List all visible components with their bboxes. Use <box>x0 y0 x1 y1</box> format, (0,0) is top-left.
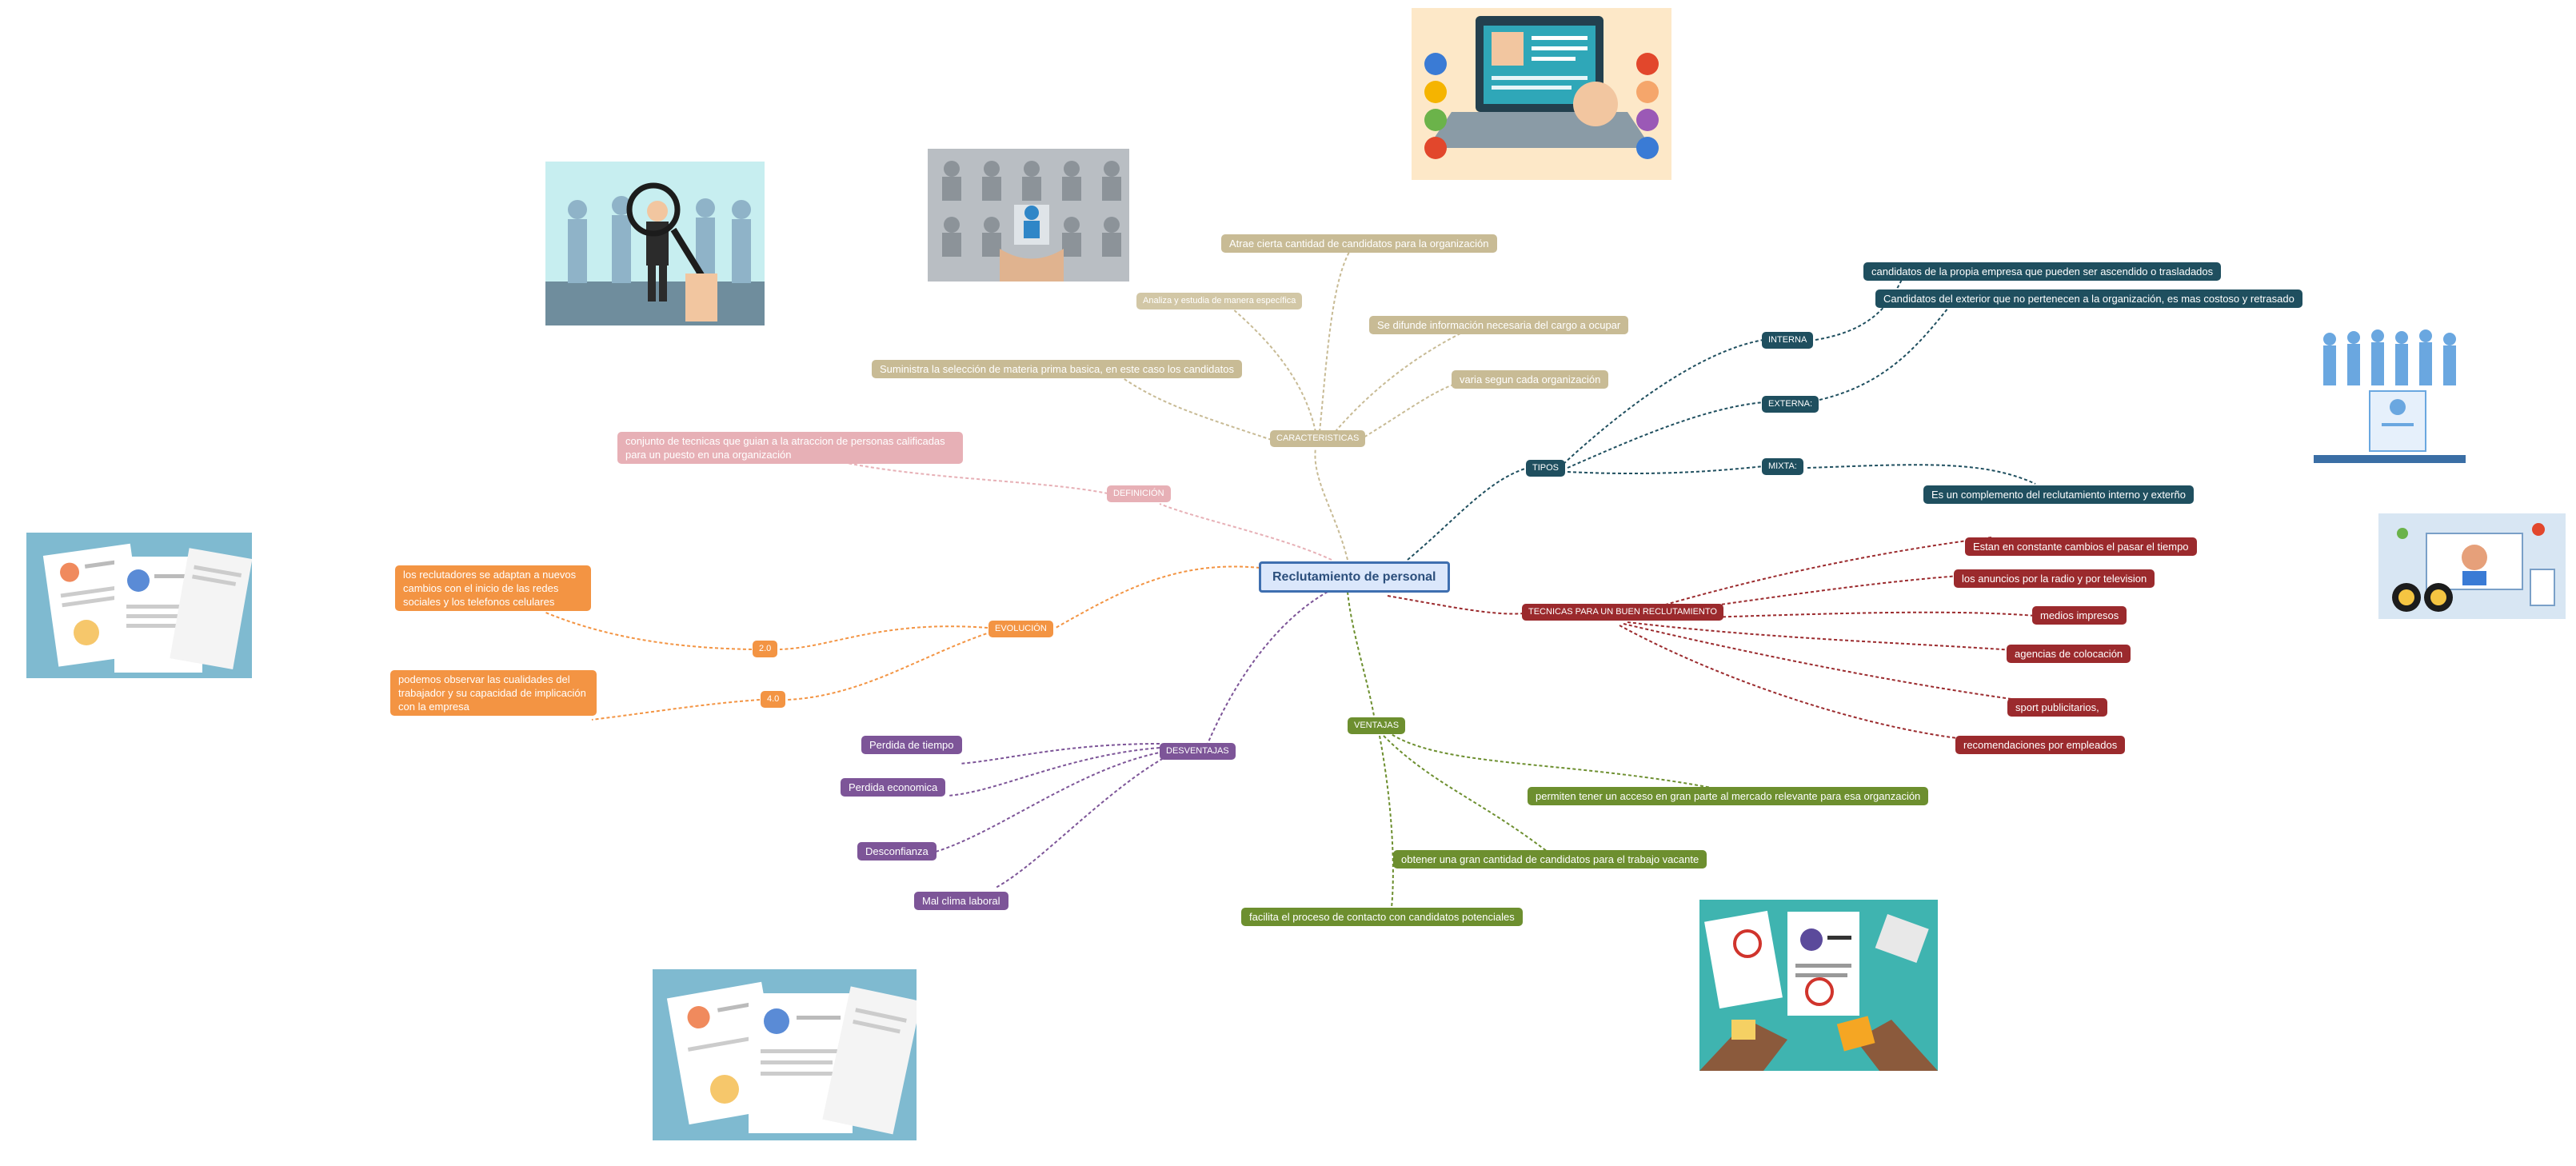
link-tip-mixta <box>1567 465 1764 475</box>
link-externa-text <box>1819 303 1952 401</box>
tecnica-item-6[interactable]: recomendaciones por empleados <box>1955 736 2126 754</box>
tipo-interna[interactable]: INTERNA <box>1762 332 1814 349</box>
root-topic[interactable]: Reclutamiento de personal <box>1259 561 1450 593</box>
link-40-text <box>591 699 761 721</box>
team-illustration <box>2314 323 2466 463</box>
evolucion-2-0[interactable]: 2.0 <box>753 641 778 657</box>
link-tip-externa <box>1567 401 1764 469</box>
tipo-interna-text[interactable]: candidatos de la propia empresa que pued… <box>1863 262 2222 281</box>
tipo-mixta[interactable]: MIXTA: <box>1762 458 1803 475</box>
resumes-illustration-bottom <box>653 969 917 1140</box>
tecnica-item-1[interactable]: Estan en constante cambios el pasar el t… <box>1965 537 2197 556</box>
branch-definicion[interactable]: DEFINICIÓN <box>1107 485 1171 502</box>
laptop-recruiting-illustration <box>1412 8 1671 180</box>
branch-caracteristicas[interactable]: CARACTERISTICAS <box>1270 430 1366 447</box>
caracteristica-item-4[interactable]: Suministra la selección de materia prima… <box>872 360 1242 378</box>
tipo-externa-text[interactable]: Candidatos del exterior que no pertenece… <box>1875 290 2302 308</box>
link-evo-20 <box>779 625 988 650</box>
ventaja-item-2[interactable]: obtener una gran cantidad de candidatos … <box>1393 850 1707 869</box>
link-tec-6 <box>1619 625 2000 743</box>
link-des-4 <box>995 755 1168 888</box>
desventaja-item-1[interactable]: Perdida de tiempo <box>861 736 962 754</box>
link-root-evolucion <box>1055 565 1260 629</box>
tipo-externa[interactable]: EXTERNA: <box>1762 396 1819 413</box>
link-des-3 <box>935 751 1164 853</box>
link-root-desventajas <box>1207 591 1328 745</box>
ventaja-item-1[interactable]: permiten tener un acceso en gran parte a… <box>1528 787 1929 805</box>
branch-tipos[interactable]: TIPOS <box>1526 460 1566 477</box>
link-root-tipos <box>1407 467 1528 561</box>
link-ven-1 <box>1387 731 1712 789</box>
puzzle-crowd-illustration <box>928 149 1129 282</box>
link-car-4 <box>1119 375 1272 441</box>
branch-desventajas[interactable]: DESVENTAJAS <box>1160 743 1236 760</box>
link-car-5 <box>1359 383 1456 441</box>
definicion-text[interactable]: conjunto de tecnicas que guian a la atra… <box>617 432 963 464</box>
ventaja-item-3[interactable]: facilita el proceso de contacto con cand… <box>1241 908 1523 926</box>
evolucion-4-0-text[interactable]: podemos observar las cualidades del trab… <box>390 670 597 716</box>
evolucion-2-0-text[interactable]: los reclutadores se adaptan a nuevos cam… <box>395 565 591 611</box>
link-tip-interna <box>1563 339 1764 465</box>
link-root-tecnicas <box>1387 595 1524 615</box>
link-evo-40 <box>787 631 992 701</box>
desventaja-item-4[interactable]: Mal clima laboral <box>914 892 1008 910</box>
caracteristica-item-3[interactable]: Se difunde información necesaria del car… <box>1369 316 1629 334</box>
link-car-2 <box>1231 307 1316 433</box>
caracteristica-item-1[interactable]: Atrae cierta cantidad de candidatos para… <box>1221 234 1497 253</box>
link-ven-2 <box>1383 735 1548 853</box>
link-root-ventajas <box>1347 591 1375 717</box>
link-mixta-text <box>1807 464 2036 485</box>
desventaja-item-3[interactable]: Desconfianza <box>857 842 937 861</box>
tipo-mixta-text[interactable]: Es un complemento del reclutamiento inte… <box>1923 485 2194 504</box>
tecnica-item-3[interactable]: medios impresos <box>2032 606 2127 625</box>
link-car-3 <box>1331 331 1464 437</box>
magnifier-search-illustration <box>545 162 765 325</box>
link-root-definicion <box>1159 503 1332 561</box>
tecnica-item-2[interactable]: los anuncios por la radio y por televisi… <box>1954 569 2155 588</box>
link-def-1 <box>831 459 1108 494</box>
link-root-caracteristicas <box>1314 447 1348 561</box>
binoculars-illustration <box>2378 513 2566 619</box>
caracteristica-item-2[interactable]: Analiza y estudia de manera específica <box>1136 293 1303 309</box>
link-car-1 <box>1319 247 1352 433</box>
desventaja-item-2[interactable]: Perdida economica <box>841 778 946 797</box>
caracteristica-item-5[interactable]: varia segun cada organización <box>1452 370 1609 389</box>
link-20-text <box>543 611 753 650</box>
link-tec-5 <box>1623 623 2048 705</box>
link-des-1 <box>959 743 1160 765</box>
tecnica-item-5[interactable]: sport publicitarios, <box>2007 698 2107 717</box>
branch-tecnicas[interactable]: TECNICAS PARA UN BUEN RECLUTAMIENTO <box>1522 604 1723 621</box>
desk-review-illustration <box>1699 900 1938 1071</box>
resumes-illustration-left <box>26 533 252 678</box>
tecnica-item-4[interactable]: agencias de colocación <box>2007 645 2131 663</box>
link-ven-3 <box>1379 735 1394 908</box>
link-des-2 <box>947 747 1160 797</box>
branch-evolucion[interactable]: EVOLUCIÓN <box>988 621 1053 637</box>
link-tec-4 <box>1627 621 2036 653</box>
evolucion-4-0[interactable]: 4.0 <box>761 691 786 708</box>
link-interna-text <box>1815 275 1904 341</box>
branch-ventajas[interactable]: VENTAJAS <box>1348 717 1406 734</box>
